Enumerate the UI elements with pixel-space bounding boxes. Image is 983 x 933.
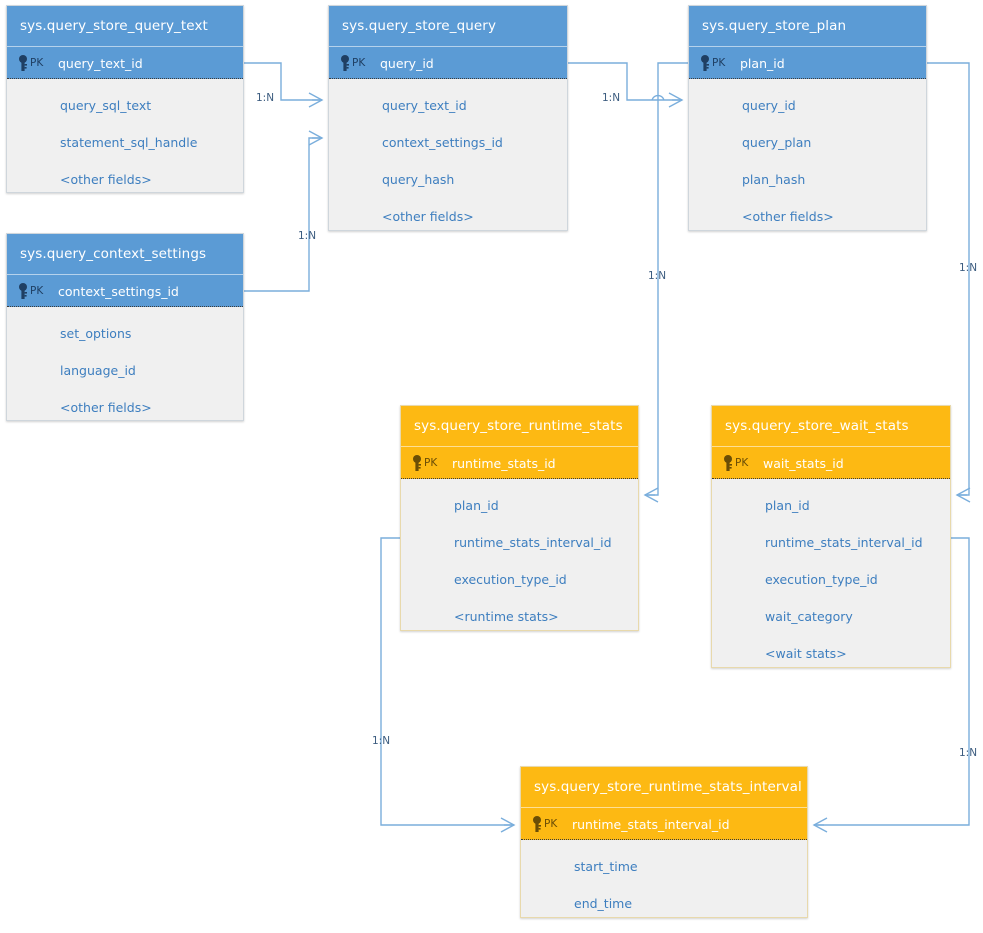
field-row: <other fields> xyxy=(382,209,474,224)
key-icon: PK xyxy=(723,447,748,480)
rel-context-settings-to-query xyxy=(244,130,324,292)
cardinality-label-plan-runtime-stats: 1:N xyxy=(648,270,667,282)
field-row: plan_id xyxy=(765,498,810,513)
field-row: <runtime stats> xyxy=(454,609,559,624)
entity-title: sys.query_context_settings xyxy=(7,234,243,274)
entity-field-list: set_options language_id <other fields> xyxy=(7,307,243,440)
entity-query-store-query-text[interactable]: sys.query_store_query_text PK query_text… xyxy=(6,5,244,193)
field-row: execution_type_id xyxy=(454,572,567,587)
field-row: plan_hash xyxy=(742,172,806,187)
entity-primary-key-row[interactable]: PK query_id xyxy=(329,46,567,79)
pk-field-name: runtime_stats_interval_id xyxy=(572,817,730,832)
entity-field-list: query_id query_plan plan_hash <other fie… xyxy=(689,79,926,249)
entity-primary-key-row[interactable]: PK wait_stats_id xyxy=(712,446,950,479)
field-row: execution_type_id xyxy=(765,572,878,587)
field-row: plan_id xyxy=(454,498,499,513)
entity-title: sys.query_store_runtime_stats_interval xyxy=(521,767,807,807)
field-row: language_id xyxy=(60,363,136,378)
entity-primary-key-row[interactable]: PK runtime_stats_id xyxy=(401,446,638,479)
pk-field-name: query_id xyxy=(380,56,434,71)
cardinality-label-context-settings-query: 1:N xyxy=(298,230,317,242)
field-row: runtime_stats_interval_id xyxy=(454,535,612,550)
pk-badge-label: PK xyxy=(424,457,438,470)
entity-query-store-wait-stats[interactable]: sys.query_store_wait_stats PK wait_stats… xyxy=(711,405,951,668)
field-row: query_plan xyxy=(742,135,812,150)
cardinality-label-plan-wait-stats: 1:N xyxy=(959,262,978,274)
entity-title: sys.query_store_query xyxy=(329,6,567,46)
field-row: wait_category xyxy=(765,609,853,624)
pk-field-name: context_settings_id xyxy=(58,284,179,299)
rel-query-to-plan xyxy=(568,62,684,108)
rel-plan-to-runtime-stats xyxy=(643,62,688,503)
key-icon: PK xyxy=(18,275,43,308)
pk-badge-label: PK xyxy=(712,57,726,70)
entity-field-list: query_text_id context_settings_id query_… xyxy=(329,79,567,249)
pk-badge-label: PK xyxy=(544,818,558,831)
entity-primary-key-row[interactable]: PK plan_id xyxy=(689,46,926,79)
pk-field-name: plan_id xyxy=(740,56,785,71)
field-row: <other fields> xyxy=(742,209,834,224)
key-icon: PK xyxy=(340,47,365,80)
pk-field-name: runtime_stats_id xyxy=(452,456,556,471)
key-icon: PK xyxy=(412,447,437,480)
entity-query-store-runtime-stats[interactable]: sys.query_store_runtime_stats PK runtime… xyxy=(400,405,639,631)
entity-title: sys.query_store_plan xyxy=(689,6,926,46)
cardinality-label-query-plan: 1:N xyxy=(602,92,621,104)
entity-field-list: plan_id runtime_stats_interval_id execut… xyxy=(712,479,950,686)
field-row: context_settings_id xyxy=(382,135,503,150)
entity-primary-key-row[interactable]: PK context_settings_id xyxy=(7,274,243,307)
entity-title: sys.query_store_runtime_stats xyxy=(401,406,638,446)
field-row: end_time xyxy=(574,896,633,911)
field-row: query_hash xyxy=(382,172,455,187)
entity-title: sys.query_store_query_text xyxy=(7,6,243,46)
pk-badge-label: PK xyxy=(352,57,366,70)
entity-field-list: plan_id runtime_stats_interval_id execut… xyxy=(401,479,638,649)
entity-field-list: query_sql_text statement_sql_handle <oth… xyxy=(7,79,243,212)
field-row: statement_sql_handle xyxy=(60,135,198,150)
entity-query-context-settings[interactable]: sys.query_context_settings PK context_se… xyxy=(6,233,244,421)
field-row: query_sql_text xyxy=(60,98,152,113)
cardinality-label-interval-runtime-stats: 1:N xyxy=(372,735,391,747)
entity-title: sys.query_store_wait_stats xyxy=(712,406,950,446)
key-icon: PK xyxy=(532,808,557,841)
entity-field-list: start_time end_time xyxy=(521,840,807,933)
pk-badge-label: PK xyxy=(30,57,44,70)
pk-field-name: query_text_id xyxy=(58,56,143,71)
key-icon: PK xyxy=(18,47,43,80)
field-row: <wait stats> xyxy=(765,646,847,661)
entity-query-store-query[interactable]: sys.query_store_query PK query_id query_… xyxy=(328,5,568,231)
key-icon: PK xyxy=(700,47,725,80)
field-row: <other fields> xyxy=(60,400,152,415)
entity-primary-key-row[interactable]: PK runtime_stats_interval_id xyxy=(521,807,807,840)
entity-primary-key-row[interactable]: PK query_text_id xyxy=(7,46,243,79)
pk-badge-label: PK xyxy=(30,285,44,298)
field-row: start_time xyxy=(574,859,638,874)
field-row: runtime_stats_interval_id xyxy=(765,535,923,550)
entity-query-store-runtime-stats-interval[interactable]: sys.query_store_runtime_stats_interval P… xyxy=(520,766,808,918)
cardinality-label-interval-wait-stats: 1:N xyxy=(959,747,978,759)
pk-badge-label: PK xyxy=(735,457,749,470)
field-row: set_options xyxy=(60,326,132,341)
entity-query-store-plan[interactable]: sys.query_store_plan PK plan_id query_id… xyxy=(688,5,927,231)
field-row: query_text_id xyxy=(382,98,467,113)
pk-field-name: wait_stats_id xyxy=(763,456,844,471)
field-row: <other fields> xyxy=(60,172,152,187)
cardinality-label-query-text-query: 1:N xyxy=(256,92,275,104)
field-row: query_id xyxy=(742,98,796,113)
